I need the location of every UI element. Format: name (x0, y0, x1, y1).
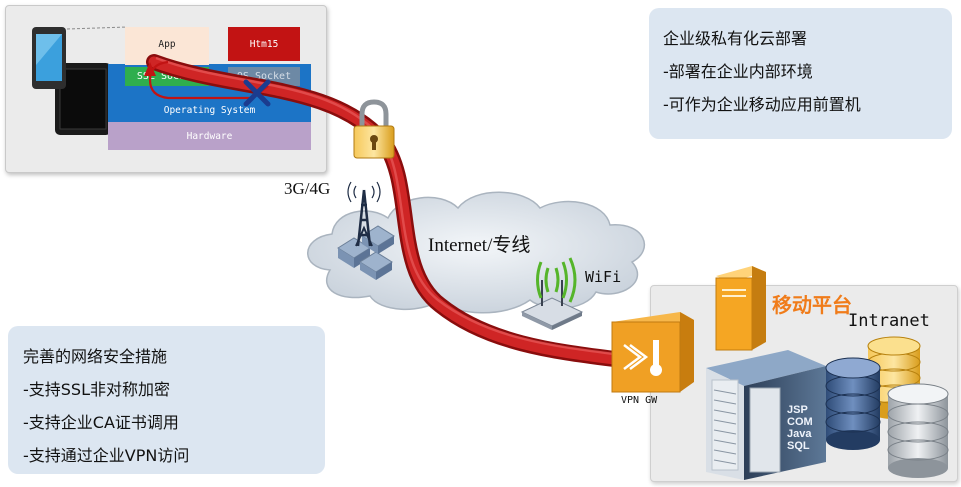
mobile-network-label: 3G/4G (284, 179, 331, 198)
info-line: -支持企业CA证书调用 (23, 413, 179, 432)
platform-server-icon (715, 266, 766, 351)
tablet-icon (55, 63, 111, 135)
info-line: 完善的网络安全措施 (23, 347, 168, 366)
wifi-router-icon (520, 257, 584, 330)
blocked-x-icon (243, 79, 271, 107)
info-line: -支持通过企业VPN访问 (23, 446, 190, 465)
info-line: -部署在企业内部环境 (663, 62, 813, 81)
tech-label: COM (787, 416, 813, 428)
vpn-gateway-icon (611, 312, 694, 393)
server-tech-labels: JSP COM Java SQL (787, 404, 813, 452)
private-cloud-info-box: 企业级私有化云部署 -部署在企业内部环境 -可作为企业移动应用前置机 (649, 8, 952, 139)
info-line: -可作为企业移动应用前置机 (663, 95, 861, 114)
app-server-rack-icon (706, 350, 826, 480)
smartphone-icon (32, 27, 66, 89)
padlock-icon (353, 99, 395, 159)
internet-label: Internet/专线 (428, 235, 531, 256)
devices-illustration (32, 26, 128, 135)
tech-label: JSP (787, 404, 808, 416)
tech-label: Java (787, 428, 812, 440)
wifi-label: WiFi (585, 268, 622, 286)
vpn-gateway-label: VPN GW (621, 395, 658, 406)
security-info-box: 完善的网络安全措施 -支持SSL非对称加密 -支持企业CA证书调用 -支持通过企… (8, 326, 325, 474)
html5-layer: Htm15 (228, 27, 300, 61)
cell-tower-icon (337, 181, 395, 280)
operating-system-layer: Operating System (108, 99, 311, 122)
info-line: 企业级私有化云部署 (663, 29, 808, 48)
info-line: -支持SSL非对称加密 (23, 380, 171, 399)
database-silver-icon (887, 383, 949, 478)
mobile-platform-label: 移动平台 (772, 293, 852, 317)
hardware-layer: Hardware (108, 122, 311, 150)
tech-label: SQL (787, 440, 810, 452)
database-blue-icon (825, 357, 881, 450)
intranet-label: Intranet (848, 311, 930, 331)
